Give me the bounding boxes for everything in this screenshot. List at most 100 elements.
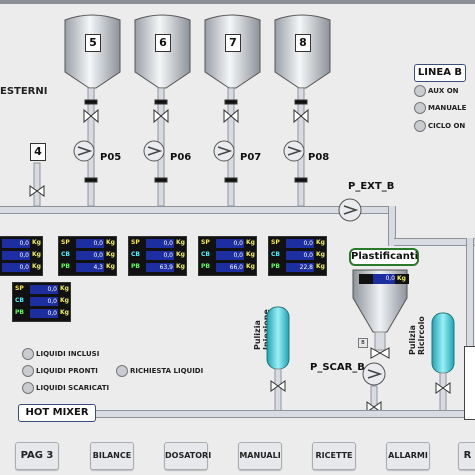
unit: Kg <box>32 251 41 258</box>
p-ext-b-pump-icon[interactable] <box>336 196 366 226</box>
pump-p05-label: P05 <box>100 152 122 163</box>
richiesta-liquidi-lamp <box>116 365 128 377</box>
tank-8-number: 8 <box>295 34 311 52</box>
tank-4-number: 4 <box>30 143 46 161</box>
linea-b-title: LINEA B <box>414 64 466 82</box>
pulizia-vessels-graphic <box>266 306 455 412</box>
cb-label: CB <box>201 251 210 258</box>
valve-marker[interactable]: B <box>358 338 368 348</box>
nav-bilance-button[interactable]: BILANCE <box>90 442 134 470</box>
p-scar-b-label: P_SCAR_B <box>310 362 365 373</box>
nav-r-button[interactable]: R <box>458 442 475 470</box>
sp-label: SP <box>271 239 280 246</box>
cb-label: CB <box>131 251 140 258</box>
ext-pipe-vertical <box>388 206 396 246</box>
tank-6-number: 6 <box>155 34 171 52</box>
liquidi-scaricati-label: LIQUIDI SCARICATI <box>36 384 110 392</box>
panel-left-sp: 0,0 <box>2 239 30 248</box>
tank-7-number: 7 <box>225 34 241 52</box>
unit: Kg <box>106 263 115 270</box>
panel-lower-cb: 0,0 <box>30 297 58 306</box>
nav-allarmi-button[interactable]: ALLARMI <box>386 442 430 470</box>
unit: Kg <box>32 263 41 270</box>
cb-label: CB <box>61 251 70 258</box>
unit: Kg <box>246 263 255 270</box>
liquidi-pronti-lamp <box>22 365 34 377</box>
unit: Kg <box>176 239 185 246</box>
liquidi-inclusi-label: LIQUIDI INCLUSI <box>36 350 100 358</box>
pump-p07-label: P07 <box>240 152 262 163</box>
panel-4-sp: 0,0 <box>286 239 314 248</box>
panel-lower-pb: 0,0 <box>30 309 58 318</box>
liquidi-inclusi-lamp <box>22 348 34 360</box>
plastificanti-display: 0,0 Kg <box>359 274 409 284</box>
plastificanti-label: Plastificanti <box>349 248 419 266</box>
unit: Kg <box>32 239 41 246</box>
liquidi-pronti-label: LIQUIDI PRONTI <box>36 367 98 375</box>
unit: Kg <box>176 263 185 270</box>
aux-on-lamp <box>414 85 426 97</box>
plastificanti-hopper <box>352 269 408 359</box>
richiesta-liquidi-label: RICHIESTA LIQUIDI <box>130 367 204 375</box>
manuale-lamp <box>414 102 426 114</box>
pb-label: PB <box>15 309 24 316</box>
panel-2-cb: 0,0 <box>146 251 174 260</box>
pb-label: PB <box>271 263 280 270</box>
unit: Kg <box>106 251 115 258</box>
hot-mixer-label: HOT MIXER <box>18 404 96 422</box>
p-ext-b-label: P_EXT_B <box>348 181 395 192</box>
panel-2-sp: 0,0 <box>146 239 174 248</box>
panel-left-pb: 0,0 <box>2 263 30 272</box>
panel-1-pb: 4,3 <box>76 263 104 272</box>
unit: Kg <box>316 251 325 258</box>
panel-3-pb: 66,0 <box>216 263 244 272</box>
liquidi-scaricati-lamp <box>22 382 34 394</box>
unit: Kg <box>60 297 69 304</box>
nav-manuali-button[interactable]: MANUALI <box>238 442 282 470</box>
panel-1-cb: 0,0 <box>76 251 104 260</box>
plastificanti-value: 0,0 <box>373 274 395 284</box>
main-pipe <box>0 206 340 214</box>
unit: Kg <box>60 309 69 316</box>
panel-3-sp: 0,0 <box>216 239 244 248</box>
sp-label: SP <box>131 239 140 246</box>
top-bar <box>0 0 475 4</box>
sp-label: SP <box>61 239 70 246</box>
unit: Kg <box>316 239 325 246</box>
pb-label: PB <box>61 263 70 270</box>
tank-piping-graphic <box>29 88 309 207</box>
pb-label: PB <box>201 263 210 270</box>
panel-left-cb: 0,0 <box>2 251 30 260</box>
unit: Kg <box>246 251 255 258</box>
unit: Kg <box>316 263 325 270</box>
nav-ricette-button[interactable]: RICETTE <box>312 442 356 470</box>
hot-mixer-pipe <box>90 410 470 418</box>
ciclo-on-label: CICLO ON <box>428 122 466 130</box>
panel-2-pb: 63,9 <box>146 263 174 272</box>
panel-4-cb: 0,0 <box>286 251 314 260</box>
right-pipe <box>394 238 475 246</box>
nav-dosatori-button[interactable]: DOSATORI <box>164 442 211 470</box>
unit: Kg <box>176 251 185 258</box>
aux-on-label: AUX ON <box>428 87 459 95</box>
tank-5-number: 5 <box>85 34 101 52</box>
unit: Kg <box>60 285 69 292</box>
hot-mixer-vessel <box>464 346 475 420</box>
panel-4-pb: 22,8 <box>286 263 314 272</box>
plastificanti-unit: Kg <box>397 275 406 282</box>
pump-p08-label: P08 <box>308 152 330 163</box>
unit: Kg <box>246 239 255 246</box>
cb-label: CB <box>15 297 24 304</box>
p-scar-b-pump-icon[interactable] <box>360 360 390 420</box>
right-pipe-vertical <box>466 238 474 348</box>
nav-pag3-button[interactable]: PAG 3 <box>15 442 59 470</box>
pump-p06-label: P06 <box>170 152 192 163</box>
ciclo-on-lamp <box>414 120 426 132</box>
panel-1-sp: 0,0 <box>76 239 104 248</box>
panel-3-cb: 0,0 <box>216 251 244 260</box>
